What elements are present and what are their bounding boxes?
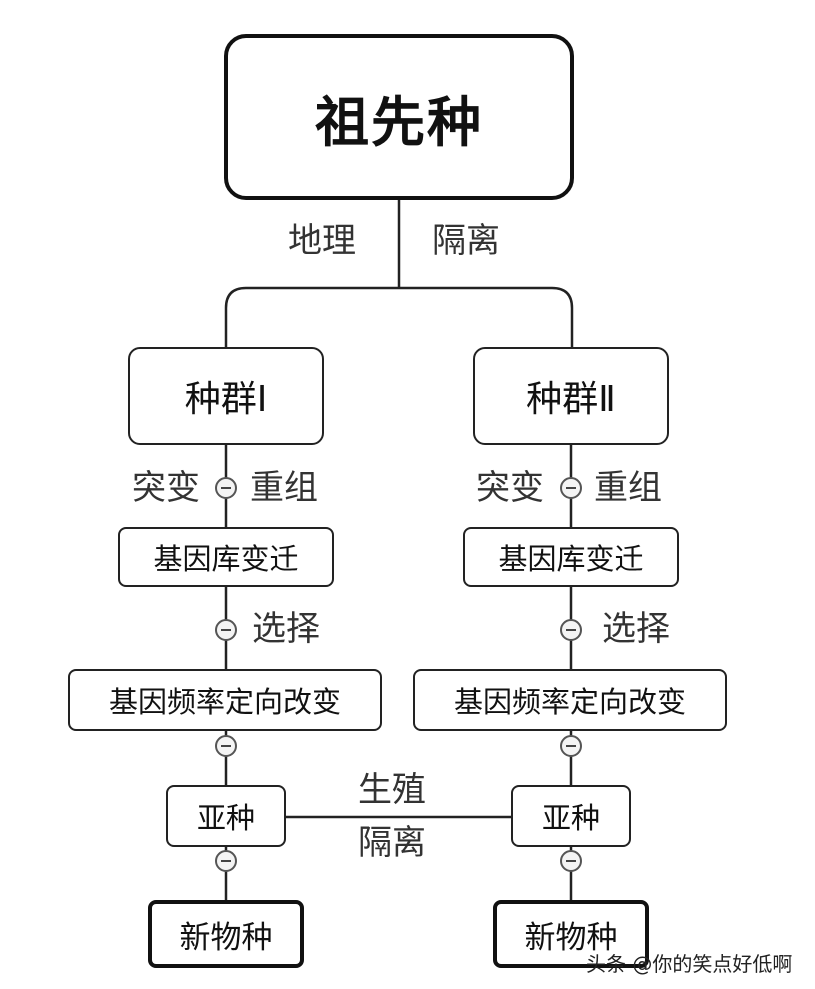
- population-1-node-1: [215, 477, 237, 499]
- population-2-mutation-label: 突变: [476, 468, 544, 508]
- population-1-node-4: [215, 850, 237, 872]
- population-2-box: 种群Ⅱ: [473, 347, 669, 445]
- population-1-box: 种群Ⅰ: [128, 347, 324, 445]
- population-2-gene-pool-box: 基因库变迁: [463, 527, 679, 587]
- reproductive-isolation-bottom-label: 隔离: [358, 823, 426, 863]
- population-1-mutation-label: 突变: [132, 468, 200, 508]
- ancestor-species-box: 祖先种: [224, 34, 574, 200]
- population-2-subspecies-box: 亚种: [511, 785, 631, 847]
- population-2-node-3: [560, 735, 582, 757]
- geo-isolation-right-label: 隔离: [432, 221, 500, 261]
- population-1-subspecies-box: 亚种: [166, 785, 286, 847]
- population-1-selection-label: 选择: [252, 609, 320, 649]
- watermark: 头条 @你的笑点好低啊: [586, 952, 793, 976]
- reproductive-isolation-top-label: 生殖: [358, 770, 426, 810]
- population-2-node-2: [560, 619, 582, 641]
- population-2-selection-label: 选择: [602, 609, 670, 649]
- population-2-node-1: [560, 477, 582, 499]
- population-1-node-3: [215, 735, 237, 757]
- connector-branch: [224, 286, 574, 348]
- population-2-new-species-box: 新物种: [493, 900, 649, 968]
- population-2-recombination-label: 重组: [594, 468, 662, 508]
- population-2-node-4: [560, 850, 582, 872]
- geo-isolation-left-label: 地理: [288, 221, 356, 261]
- population-1-frequency-box: 基因频率定向改变: [68, 669, 382, 731]
- population-1-node-2: [215, 619, 237, 641]
- population-1-new-species-box: 新物种: [148, 900, 304, 968]
- population-1-gene-pool-box: 基因库变迁: [118, 527, 334, 587]
- population-1-recombination-label: 重组: [250, 468, 318, 508]
- population-2-frequency-box: 基因频率定向改变: [413, 669, 727, 731]
